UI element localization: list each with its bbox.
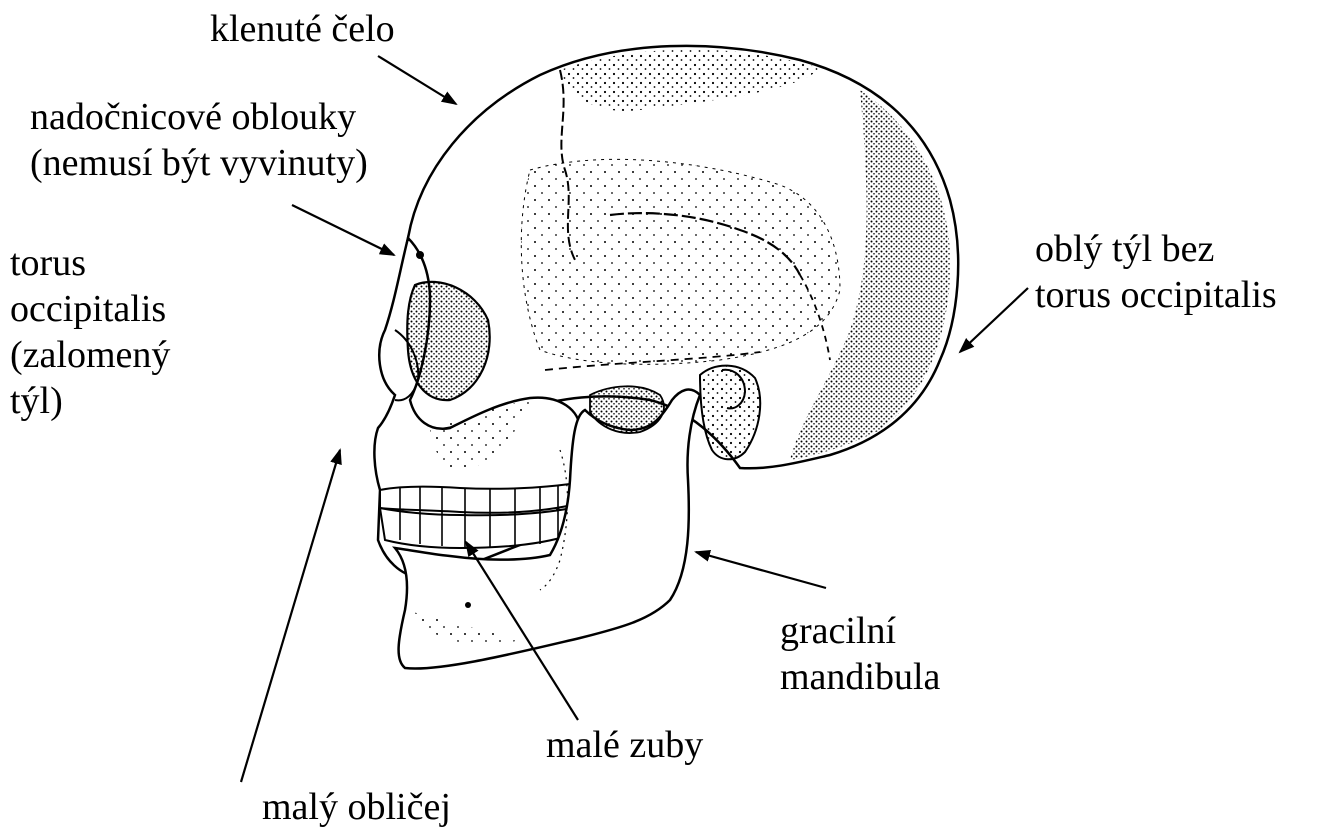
label-line: mandibula xyxy=(780,654,940,700)
teeth xyxy=(380,484,572,548)
label-line: torus occipitalis xyxy=(1035,272,1277,318)
arrow-face xyxy=(241,450,340,782)
label-line: malý obličej xyxy=(262,784,451,830)
label-line: oblý týl bez xyxy=(1035,226,1277,272)
label-gracile-mandible: gracilní mandibula xyxy=(780,608,940,700)
arrow-forehead xyxy=(378,56,456,104)
label-line: gracilní xyxy=(780,608,940,654)
label-torus-occipitalis: torus occipitalis (zalomený týl) xyxy=(10,240,170,424)
label-forehead: klenuté čelo xyxy=(210,6,395,52)
label-small-face: malý obličej xyxy=(262,784,451,830)
label-line: klenuté čelo xyxy=(210,6,395,52)
arrow-mandible xyxy=(696,552,826,588)
label-line: týl) xyxy=(10,378,170,424)
label-small-teeth: malé zuby xyxy=(546,722,703,768)
label-line: malé zuby xyxy=(546,722,703,768)
arrow-occiput xyxy=(960,288,1028,352)
label-line: nadočnicové oblouky xyxy=(30,94,368,140)
arrow-brow xyxy=(292,205,394,255)
label-rounded-occiput: oblý týl bez torus occipitalis xyxy=(1035,226,1277,318)
label-line: torus xyxy=(10,240,170,286)
label-line: (nemusí být vyvinuty) xyxy=(30,140,368,186)
label-line: (zalomený xyxy=(10,332,170,378)
label-line: occipitalis xyxy=(10,286,170,332)
label-brow-ridges: nadočnicové oblouky (nemusí být vyvinuty… xyxy=(30,94,368,186)
